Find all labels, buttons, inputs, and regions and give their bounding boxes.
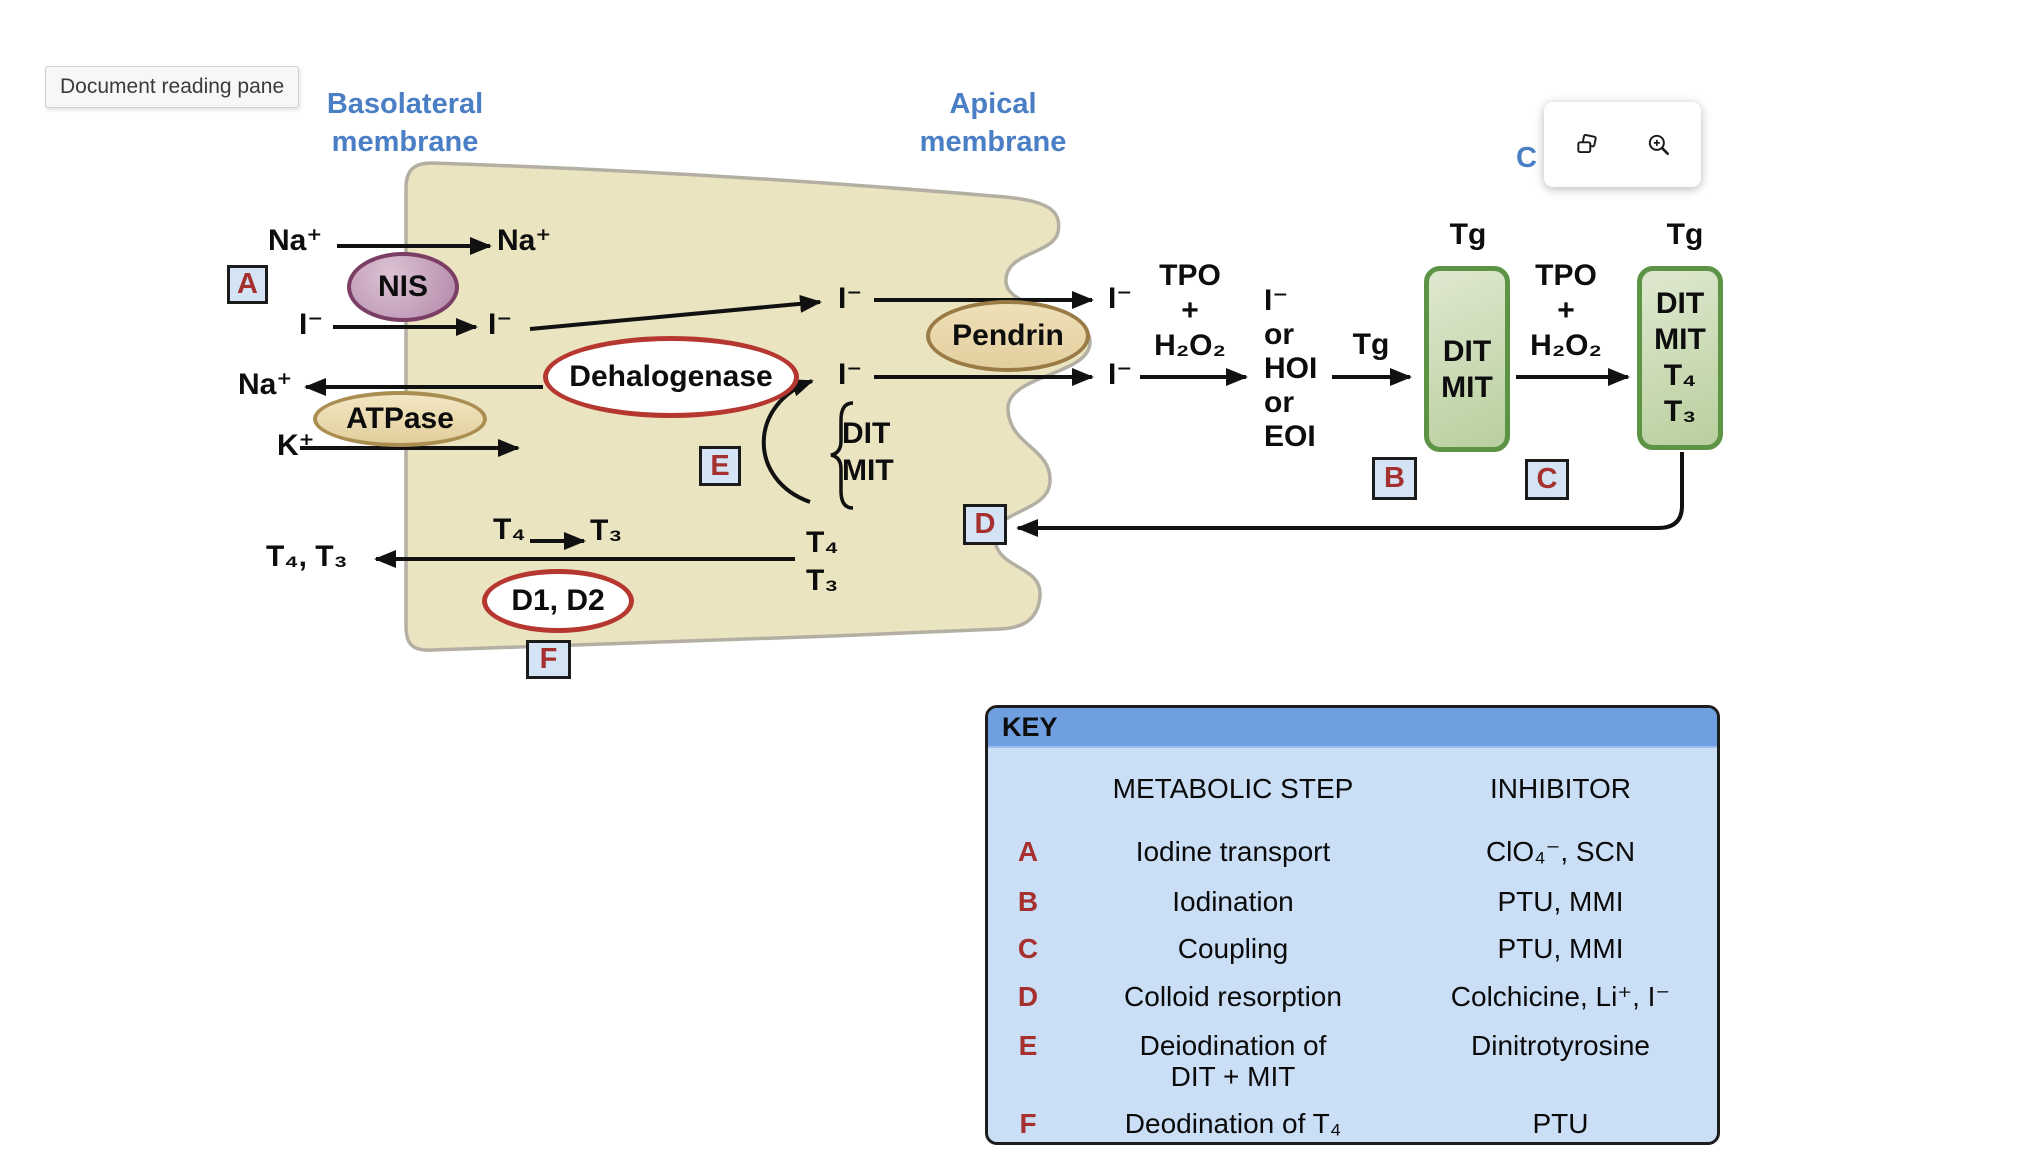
colloid-label-partial: C: [1516, 142, 1537, 174]
t4-t3-stack: T₄ T₃: [806, 526, 839, 597]
key-row-f: F Deodination of T₄ PTU: [1019, 1108, 1589, 1139]
iodide-apical-mid: I⁻: [838, 358, 863, 391]
nis-transporter: NIS: [347, 252, 459, 322]
apical-membrane-label: Apical membrane: [919, 88, 1067, 158]
tpo-h2o2-2: TPO + H₂O₂: [1530, 259, 1602, 362]
key-column-headers: METABOLIC STEP INHIBITOR: [988, 773, 1717, 804]
tooltip: Document reading pane: [45, 66, 300, 108]
key-col-inhibitor: INHIBITOR: [1489, 773, 1632, 804]
na-extracellular: Na⁺: [268, 224, 323, 257]
copy-icon[interactable]: [1574, 132, 1600, 158]
tg-dit-mit-box: DIT MIT: [1424, 266, 1510, 452]
na-intracellular: Na⁺: [497, 224, 552, 257]
key-row-c: C Coupling PTU, MMI: [1017, 933, 1624, 964]
zoom-in-icon[interactable]: [1646, 132, 1672, 158]
key-row-b: B Iodination PTU, MMI: [1017, 886, 1624, 917]
key-row-d: D Colloid resorption Colchicine, Li⁺, I⁻: [1017, 981, 1671, 1012]
iodide-intracellular: I⁻: [488, 308, 513, 341]
tg-label-2: Tg: [1666, 218, 1704, 251]
basolateral-membrane-label: Basolateral membrane: [326, 88, 484, 158]
key-title: KEY: [1002, 711, 1058, 742]
iodide-colloid-mid: I⁻: [1108, 358, 1133, 391]
na-returned: Na⁺: [238, 368, 293, 401]
tg-dit-mit-t4-t3-box: DIT MIT T₄ T₃: [1637, 266, 1723, 450]
iodide-colloid-top: I⁻: [1108, 282, 1133, 315]
tpo-h2o2-1: TPO + H₂O₂: [1154, 259, 1226, 362]
key-legend: KEY METABOLIC STEP INHIBITOR A Iodine tr…: [985, 705, 1720, 1145]
step-chip-b: B: [1372, 457, 1417, 500]
dehalogenase-enzyme: Dehalogenase: [543, 336, 799, 418]
key-row-a: A Iodine transport ClO₄⁻, SCN: [1017, 836, 1636, 867]
t4-small: T₄: [493, 513, 526, 546]
atpase-pump: ATPase: [313, 391, 487, 447]
iodide-apical-top: I⁻: [838, 282, 863, 315]
arrow-i-to-apical: [529, 294, 822, 331]
step-chip-a: A: [227, 265, 268, 304]
step-chip-f: F: [526, 640, 571, 679]
dit-mit-pool: DIT MIT: [842, 417, 894, 487]
pendrin-transporter: Pendrin: [926, 300, 1090, 372]
tooltip-text: Document reading pane: [60, 75, 285, 98]
floating-toolbar: [1544, 102, 1701, 187]
iodide-extracellular: I⁻: [299, 308, 324, 341]
key-header-band: KEY: [988, 708, 1717, 748]
d1-d2-deiodinase: D1, D2: [482, 569, 634, 633]
step-chip-e: E: [699, 446, 741, 486]
step-chip-d: D: [963, 504, 1007, 545]
key-col-step: METABOLIC STEP: [1112, 773, 1354, 804]
t4-t3-secreted: T₄, T₃: [266, 540, 348, 573]
arrow-colloid-resorption: [1016, 452, 1684, 537]
tg-arrow-label: Tg: [1352, 328, 1390, 361]
k-in: K⁺: [277, 429, 315, 462]
iodine-intermediates: I⁻ or HOI or EOI: [1264, 284, 1318, 453]
step-chip-c: C: [1525, 459, 1569, 500]
t3-small: T₃: [590, 514, 623, 547]
key-row-e: E Deiodination of DIT + MIT Dinitrotyros…: [1018, 1030, 1650, 1092]
tg-label-1: Tg: [1449, 218, 1487, 251]
